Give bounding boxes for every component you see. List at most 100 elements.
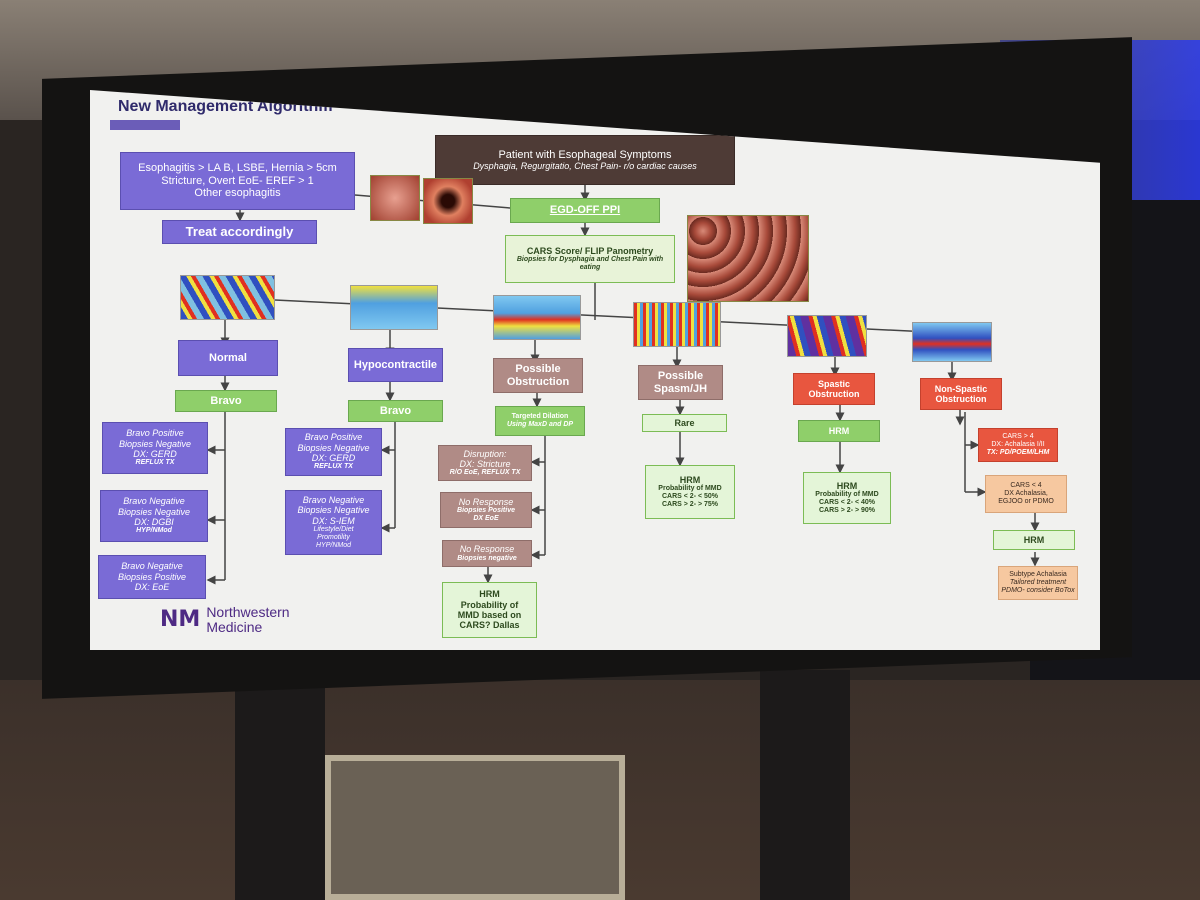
hypo-gerd-node: Bravo Positive Biopsies Negative DX: GER… (285, 428, 382, 476)
normal-eoe-l2: Biopsies Positive (117, 571, 187, 582)
normal-dgbi-l2: Biopsies Negative (117, 506, 191, 517)
disruption-l1: Disruption: (463, 448, 507, 459)
normal-bravo: Bravo (175, 390, 277, 412)
esophagitis-line2: Stricture, Overt EoE- EREF > 1 (161, 174, 314, 187)
branch-hypocontractile: Hypocontractile (348, 348, 443, 382)
subtype-l1: Subtype Achalasia (1009, 570, 1067, 578)
obs-hrm-l1: HRM (479, 589, 500, 600)
hypo-siem-l1: Bravo Negative (302, 494, 365, 505)
normal-dgbi-l1: Bravo Negative (123, 496, 185, 507)
cars4-l3: TX: PD/POEM/LHM (986, 449, 1050, 457)
spastic-hrm-label: HRM (798, 420, 880, 442)
no-response-positive-node: No Response Biopsies Positive DX EoE (440, 492, 532, 528)
hypo-siem-node: Bravo Negative Biopsies Negative DX: S-I… (285, 490, 382, 555)
obs-hrm-l3: MMD based on (457, 610, 522, 620)
branch-non-spastic-obstruction: Non-Spastic Obstruction (920, 378, 1002, 410)
logo-line2: Medicine (206, 618, 263, 635)
manometry-non-spastic (912, 322, 992, 362)
hypo-siem-l6: HYP/NMod (315, 542, 351, 550)
room-pillar-right (760, 670, 850, 900)
cars-score-node: CARS Score/ FLIP Panometry Biopsies for … (505, 235, 675, 283)
targeted-dilation-node: Targeted Dilation Using MaxD and DP (495, 406, 585, 436)
logo-mark: NM (160, 607, 201, 633)
hypo-bravo: Bravo (348, 400, 443, 422)
hypo-siem-l4: Lifestyle/Diet (313, 525, 354, 533)
branch-possible-obstruction: Possible Obstruction (493, 358, 583, 393)
hypo-siem-l2: Biopsies Negative (297, 505, 370, 516)
room-pillar-left (235, 670, 325, 900)
logo-text: Northwestern Medicine (206, 605, 289, 634)
spasm-hrm-l2: Probability of MMD (658, 485, 722, 493)
noresp1-l1: No Response (458, 496, 514, 507)
manometry-normal (180, 275, 275, 320)
normal-gerd-l1: Bravo Positive (126, 428, 184, 439)
esophagitis-line3: Other esophagitis (194, 187, 281, 200)
normal-gerd-l2: Biopsies Negative (118, 438, 192, 449)
nonspastic-hrm-node: HRM (993, 530, 1075, 550)
hypo-gerd-l3: DX: GERD (311, 453, 356, 464)
noresp1-l2: Biopsies Positive (457, 507, 515, 515)
carslt4-l3: EGJOO or PDMO (998, 498, 1054, 506)
targeted-l2: Using MaxD and DP (506, 421, 574, 428)
noresp2-l2: Biopsies negative (457, 554, 517, 562)
cars4-l1: CARS > 4 (1002, 432, 1034, 440)
hypo-gerd-l4: REFLUX TX (314, 463, 353, 471)
noresp1-l3: DX EoE (473, 515, 499, 523)
spasm-rare-node: Rare (642, 414, 727, 432)
normal-gerd-l3: DX: GERD (133, 449, 177, 460)
cars-gt4-node: CARS > 4 DX: Achalasia I/II TX: PD/POEM/… (978, 428, 1058, 462)
spastic-hrm-node: HRM Probability of MMD CARS < 2- < 40% C… (803, 472, 891, 524)
northwestern-medicine-logo: NM Northwestern Medicine (160, 605, 290, 634)
disruption-node: Disruption: DX: Stricture R/O EoE, REFLU… (438, 445, 532, 481)
treat-accordingly-node: Treat accordingly (162, 220, 317, 244)
spasm-hrm-l4: CARS > 2- > 75% (661, 501, 719, 509)
normal-gerd-node: Bravo Positive Biopsies Negative DX: GER… (102, 422, 208, 474)
carslt4-l2: DX Achalasia, (1004, 489, 1048, 497)
normal-gerd-l4: REFLUX TX (135, 459, 175, 467)
manometry-spastic-obstruction (787, 315, 867, 357)
obs-hrm-l4: CARS? Dallas (459, 620, 520, 631)
manometry-possible-spasm (633, 302, 721, 347)
hypo-gerd-l2: Biopsies Negative (297, 442, 370, 453)
presentation-slide: New Management Algorithm Patient with Es… (90, 90, 1100, 650)
noresp2-l1: No Response (459, 544, 515, 555)
spastic-hrm-l4: CARS > 2- > 90% (818, 507, 876, 515)
normal-eoe-l3: DX: EoE (134, 582, 170, 593)
egd-off-ppi-node: EGD-OFF PPI (510, 198, 660, 223)
spastic-hrm-l2: Probability of MMD (815, 491, 879, 499)
cars-lt4-node: CARS < 4 DX Achalasia, EGJOO or PDMO (985, 475, 1067, 513)
disruption-l2: DX: Stricture (459, 458, 511, 469)
obs-hrm-l2: Probability of (460, 599, 519, 610)
normal-eoe-l1: Bravo Negative (121, 561, 183, 572)
hypo-gerd-l1: Bravo Positive (304, 432, 363, 443)
manometry-hypocontractile (350, 285, 438, 330)
subtype-l2: Tailored treatment (1009, 578, 1067, 586)
patient-subtitle: Dysphagia, Regurgitatio, Chest Pain- r/o… (473, 161, 697, 172)
carslt4-l1: CARS < 4 (1010, 481, 1042, 489)
branch-normal: Normal (178, 340, 278, 376)
normal-dgbi-node: Bravo Negative Biopsies Negative DX: DGB… (100, 490, 208, 542)
hypo-siem-l5: Promotility (317, 533, 350, 541)
normal-eoe-node: Bravo Negative Biopsies Positive DX: EoE (98, 555, 206, 599)
esophagitis-line1: Esophagitis > LA B, LSBE, Hernia > 5cm (138, 162, 337, 175)
targeted-l1: Targeted Dilation (511, 412, 569, 420)
logo-line1: Northwestern (206, 604, 290, 620)
wall-painting (325, 755, 625, 900)
patient-symptoms-node: Patient with Esophageal Symptoms Dysphag… (435, 135, 735, 185)
branch-possible-spasm: Possible Spasm/JH (638, 365, 723, 400)
subtype-l3: PDMO- consider BoTox (1001, 587, 1075, 595)
no-response-negative-node: No Response Biopsies negative (442, 540, 532, 567)
branch-spastic-obstruction: Spastic Obstruction (793, 373, 875, 405)
manometry-possible-obstruction (493, 295, 581, 340)
esophagitis-node: Esophagitis > LA B, LSBE, Hernia > 5cm S… (120, 152, 355, 210)
title-accent-bar (110, 120, 180, 130)
hypo-siem-l3: DX: S-IEM (312, 515, 355, 526)
disruption-l3: R/O EoE, REFLUX TX (449, 469, 521, 477)
endoscopy-photo-1 (370, 175, 420, 221)
endoscopy-photo-2 (423, 178, 473, 224)
patient-title: Patient with Esophageal Symptoms (498, 148, 672, 161)
normal-dgbi-l4: HYP/NMod (136, 527, 172, 535)
cars4-l2: DX: Achalasia I/II (991, 440, 1045, 448)
spasm-hrm-node: HRM Probability of MMD CARS < 2- < 50% C… (645, 465, 735, 519)
cars-line2: Biopsies for Dysphagia and Chest Pain wi… (516, 256, 664, 272)
